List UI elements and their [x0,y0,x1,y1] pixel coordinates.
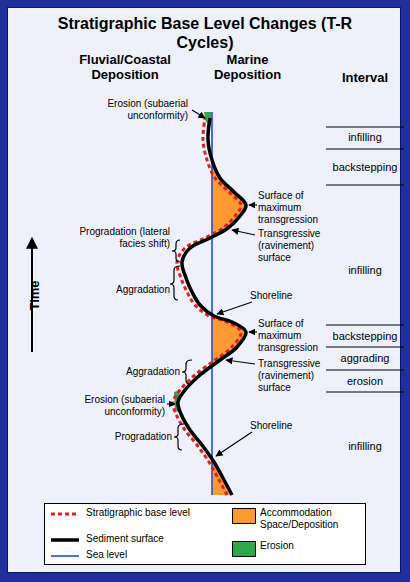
callout-text: Shoreline [250,290,316,302]
base-level-line [173,118,241,495]
braces [170,240,192,450]
callout-text: Surface of maximum transgression [258,190,324,226]
interval-label: infilling [326,264,404,277]
legend-text: Accommodation Space/Deposition [260,507,360,531]
legend-line-sample [50,550,80,562]
leader-arrows [167,110,257,456]
column-heading: Fluvial/Coastal Deposition [60,52,190,82]
callout-text: Erosion (subaerial unconformity) [40,394,165,418]
legend-entry: Accommodation Space/Deposition [232,507,360,531]
legend-line-sample [50,534,80,546]
callout-text: Transgressive (ravinement) surface [258,228,324,264]
callout-text: Surface of maximum transgression [258,318,324,354]
sea-level-line [211,112,213,495]
legend-text: Sediment surface [86,533,196,545]
legend-entry: Sea level [50,549,196,561]
column-heading: Marine Deposition [205,52,290,82]
accommodation-fill [212,118,246,495]
legend-text: Erosion [260,540,360,552]
interval-label: backstepping [326,161,404,174]
interval-label: infilling [326,440,404,453]
callout-text: Progradation (lateral facies shift) [78,226,170,250]
interval-label: aggrading [326,352,404,365]
interval-label: infilling [326,131,404,144]
callout-text: Transgressive (ravinement) surface [258,358,324,394]
interval-label: erosion [326,375,404,388]
legend-swatch [232,508,256,524]
sediment-surface [178,118,246,495]
callout-text: Aggradation [88,366,180,378]
legend-entry: Sediment surface [50,533,196,545]
legend-text: Stratigraphic base level [86,507,196,519]
column-heading: Interval [326,70,404,85]
legend-swatch [232,541,256,557]
axis-label: Time [27,276,42,316]
interval-lines [326,127,404,392]
title: Stratigraphic Base Level Changes (T-R Cy… [55,14,355,52]
legend-text: Sea level [86,549,196,561]
callout-text: Aggradation [78,284,170,296]
interval-label: backstepping [326,330,404,343]
legend-entry: Erosion [232,540,360,552]
callout-text: Progradation [80,431,172,443]
background-panel [7,7,401,573]
legend-line-sample [50,508,80,520]
callout-text: Erosion (subaerial unconformity) [62,98,188,122]
callout-text: Shoreline [250,420,316,432]
legend-entry: Stratigraphic base level [50,507,196,519]
